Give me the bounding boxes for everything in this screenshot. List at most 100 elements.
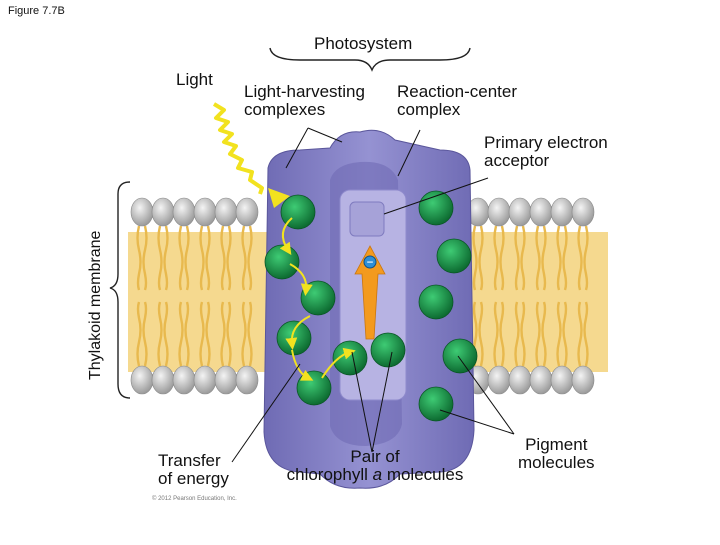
lipid-tail [499,301,505,367]
phospholipid-head [487,197,511,227]
lipid-tail [577,301,583,367]
primary-acceptor-label: Primary electron acceptor [484,133,608,170]
light-label: Light [176,70,213,89]
lipid-tail [157,301,163,367]
phospholipid-head [550,197,574,227]
phospholipid-head [571,197,595,227]
lipid-tail [157,225,163,291]
lipid-tails [136,225,589,367]
leader-lh-right [307,127,343,143]
phospholipid-head [193,365,217,395]
lipid-tail [163,225,169,291]
electron-icon [363,255,377,269]
phospholipid-head [193,197,217,227]
leader-lines [231,127,515,463]
pigment-molecule [264,244,300,280]
energy-arrow-1 [279,217,293,255]
phospholipid-head [550,365,574,395]
phospholipid-head [571,365,595,395]
lipid-tail [184,301,190,367]
phospholipid-heads [130,197,595,395]
leader-transfer [231,363,301,463]
lipid-tail [178,301,184,367]
phospholipid-head [130,365,154,395]
pigment-label: Pigment molecules [518,435,595,472]
lipid-tail [142,301,148,367]
primary-electron-acceptor [349,201,385,237]
energy-arrow-2 [289,263,313,296]
leader-acceptor [383,177,489,215]
lipid-tail [199,301,205,367]
phospholipid-head [130,197,154,227]
lipid-tail [562,301,568,367]
transfer-energy-label: Transfer of energy [158,451,229,488]
lipid-tail [493,301,499,367]
phospholipid-head [172,365,196,395]
lipid-tail [136,301,142,367]
phospholipid-head [508,365,532,395]
lipid-tail [514,301,520,367]
lipid-tail [163,301,169,367]
phospholipid-head [529,197,553,227]
lipid-tail [136,225,142,291]
phospholipid-head [214,197,238,227]
leader-pigment-1 [439,409,515,435]
molecules-text: molecules [382,464,464,484]
lipid-tail [535,301,541,367]
lipid-tail [220,301,226,367]
pigment-molecule [370,332,406,368]
energy-transfer-arrows [279,217,356,381]
lipid-tail [556,301,562,367]
photosystem-bracket [269,47,471,72]
pigment-molecule [418,386,454,422]
figure-label: Figure 7.7B [8,5,65,17]
photosystem-label: Photosystem [314,34,413,53]
leader-rc [397,129,421,177]
lipid-tail [184,225,190,291]
lipid-tail [142,225,148,291]
pair-of-text: Pair of [350,447,400,466]
lipid-tail [220,225,226,291]
lipid-tail [478,301,484,367]
copyright-text: © 2012 Pearson Education, Inc. [152,496,237,502]
lipid-tail [205,225,211,291]
lipid-tail [178,225,184,291]
energy-arrow-4 [291,349,314,381]
lipid-tail [493,225,499,291]
lipid-tail [562,225,568,291]
lipid-tail [499,225,505,291]
thylakoid-membrane-label: Thylakoid membrane [87,230,104,380]
lipid-tail [478,225,484,291]
lipid-tail [520,225,526,291]
light-harvesting-label: Light-harvesting complexes [244,82,365,119]
phospholipid-head [151,365,175,395]
pigment-molecule [436,238,472,274]
lipid-tail [583,301,589,367]
energy-arrow-3 [285,315,311,350]
lipid-tail [205,301,211,367]
pigment-molecule [276,320,312,356]
lipid-tail [541,225,547,291]
leader-pair-left [351,351,373,453]
chlorophyll-text: chlorophyll [286,464,373,484]
lipid-tail [247,301,253,367]
pigment-molecule [418,284,454,320]
electron-transfer-arrow [354,245,386,340]
phospholipid-head [529,365,553,395]
leader-pair-right [371,351,393,453]
lipid-tail [577,225,583,291]
chlorophyll-a-italic: a [372,464,383,484]
phospholipid-head [235,197,259,227]
leader-pigment-2 [457,355,515,435]
phospholipid-head [172,197,196,227]
lipid-tail [520,301,526,367]
light-wave [212,102,264,195]
lipid-tail [583,225,589,291]
lipid-tail [199,225,205,291]
lipid-tail [472,225,478,291]
reaction-center-label: Reaction-center complex [397,82,518,119]
pigment-molecule [296,370,332,406]
